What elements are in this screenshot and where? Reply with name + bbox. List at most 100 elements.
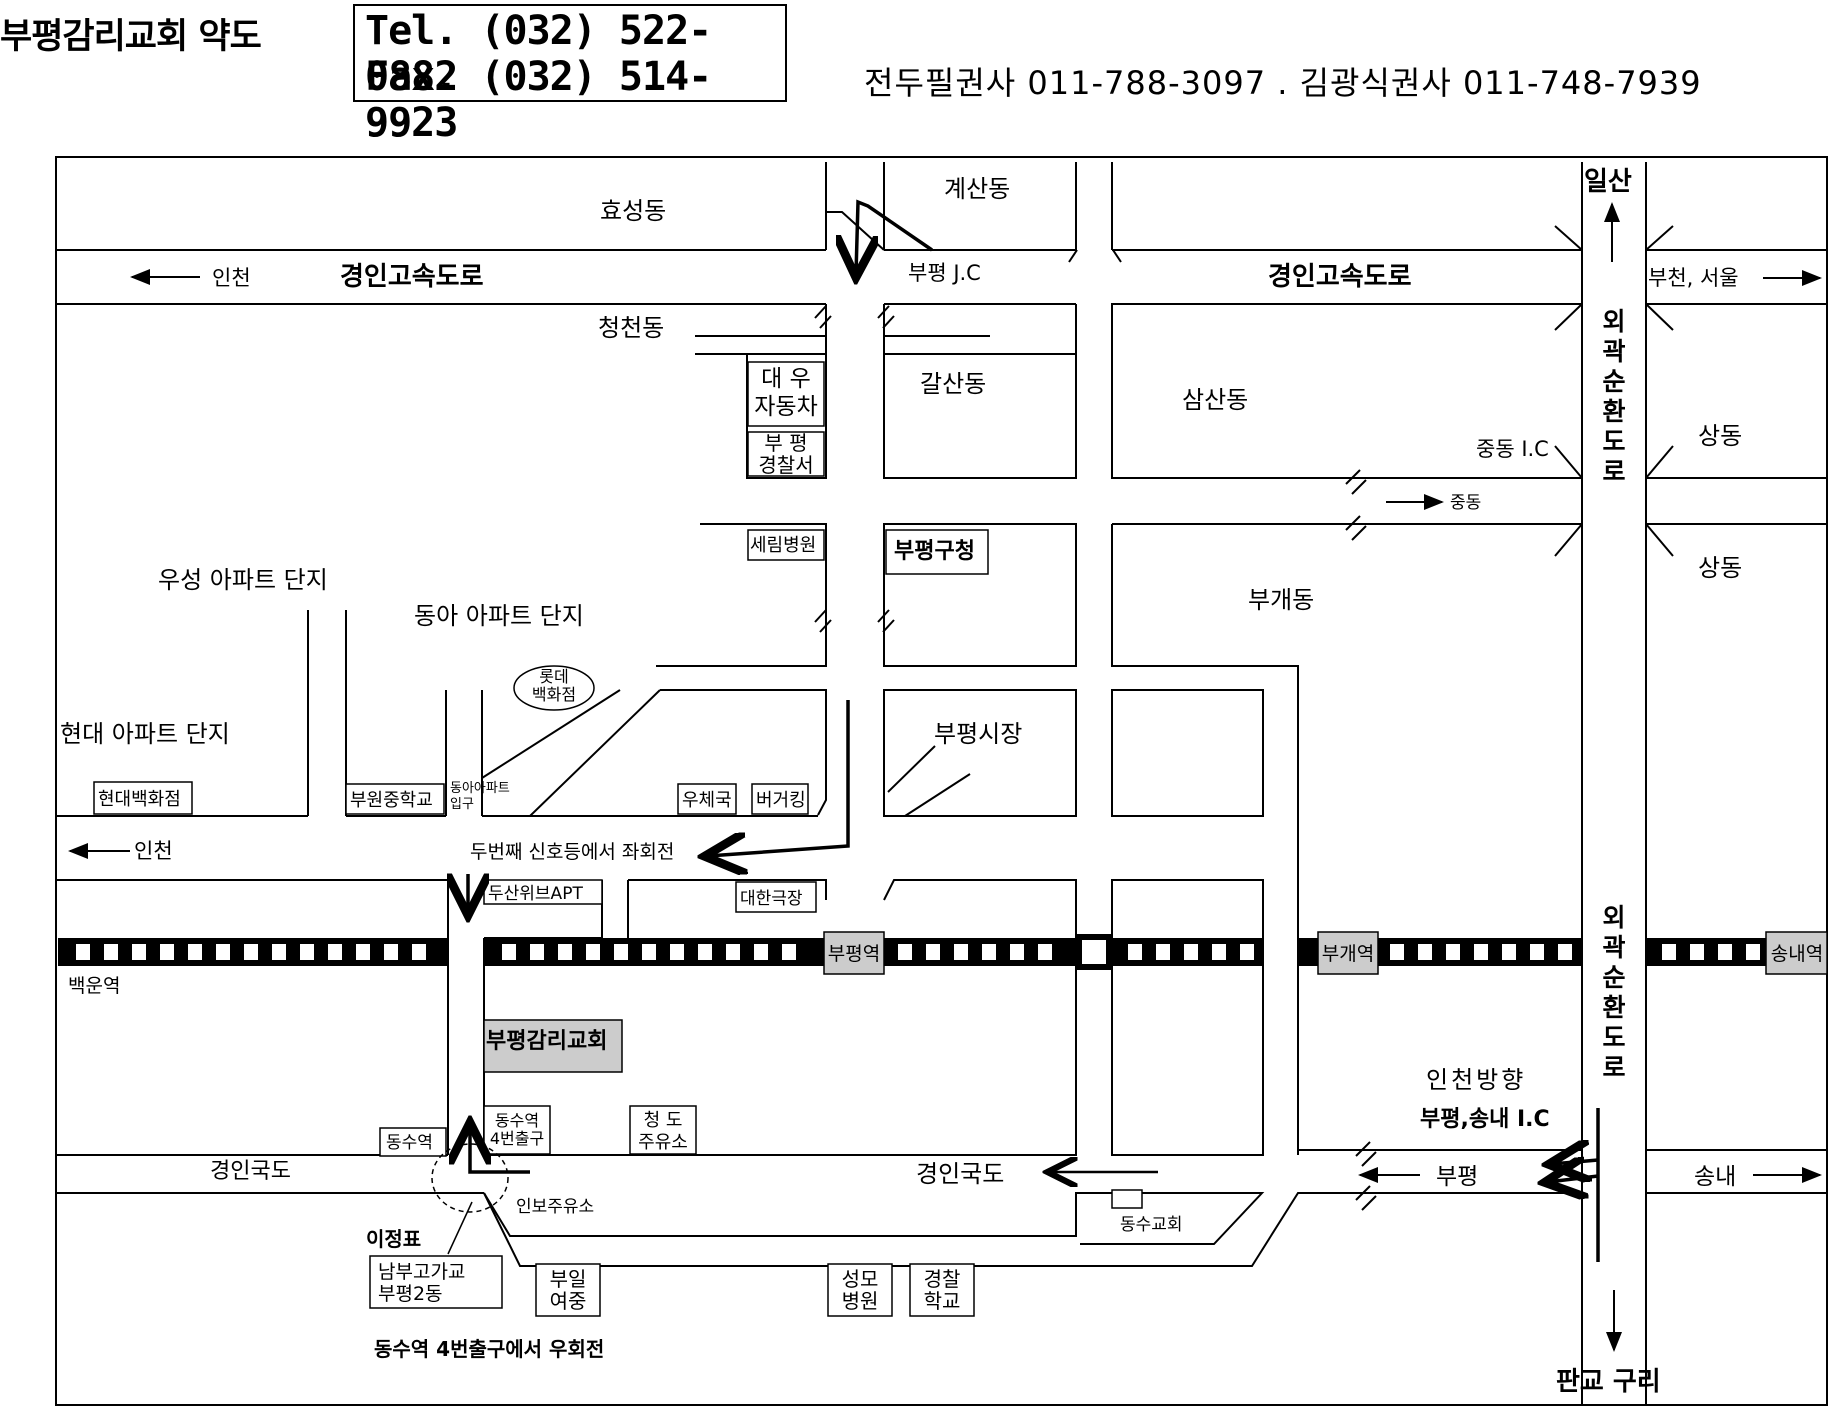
direction-arrows — [68, 202, 1822, 1352]
songnae-direction-label: 송내 — [1694, 1164, 1736, 1190]
stations: 부평역 부개역 송내역 백운역 — [68, 931, 1828, 997]
donga-apt-entrance-label-line: 입구 — [450, 797, 474, 812]
bucheon-seoul-label: 부천, 서울 — [1648, 266, 1739, 290]
dongsu-exit4-label-line: 동수역 — [495, 1111, 539, 1130]
buil-girls-label-line: 부일 — [550, 1267, 587, 1291]
bupyeong-songnae-ic-label: 부평,송내 I.C — [1420, 1107, 1550, 1132]
station-bugae: 부개역 — [1322, 943, 1374, 965]
overpass-marks — [814, 249, 1377, 1211]
signpost-circle — [431, 1143, 509, 1213]
pastor-contacts: 전두필권사 011-788-3097 . 김광식권사 011-748-7939 — [864, 64, 1702, 102]
dongsu-exit4-label-line: 4번출구 — [490, 1129, 544, 1148]
outer-ring-north-label-line: 순 — [1602, 367, 1625, 396]
district-cheongcheon: 청천동 — [598, 314, 664, 342]
railway — [58, 934, 1827, 970]
outer-ring-south-label-line: 순 — [1602, 963, 1625, 992]
doosan-we-apt-label: 두산위브APT — [488, 884, 583, 904]
buil-girls-label-line: 여중 — [550, 1289, 587, 1313]
jungdong-direction-label: 중동 — [1450, 493, 1481, 513]
daewoo-motor-label-line: 자동차 — [754, 394, 817, 420]
cheongdo-gas-label-line: 주유소 — [638, 1132, 688, 1153]
incheon-top-label: 인천 — [212, 266, 251, 290]
signpost-leader — [447, 1201, 473, 1255]
district-gyesan: 계산동 — [944, 175, 1010, 203]
bupyeong-police-label-line: 경찰서 — [758, 453, 813, 477]
signpost-text-label-line: 부평2동 — [378, 1283, 443, 1305]
turn-left-instruction: 두번째 신호등에서 좌회전 — [470, 841, 674, 863]
district-bugae: 부개동 — [1248, 586, 1314, 614]
jungdong-ic-label: 중동 I.C — [1476, 437, 1549, 461]
church-tel: Tel. (032) 522-0882 — [365, 8, 712, 100]
contact-box: Tel. (032) 522-0882 Fax. (032) 514-9923 — [353, 4, 787, 146]
police-academy-label-line: 경찰 — [924, 1267, 961, 1291]
donga-apt-entrance-label-line: 동아아파트 — [450, 781, 510, 796]
seongmo-hospital-label-line: 성모 — [842, 1267, 879, 1291]
hyundai-dept-label: 현대백화점 — [98, 789, 181, 810]
bupyeong-direction-label: 부평 — [1436, 1164, 1478, 1190]
district-sangdong-1: 상동 — [1698, 422, 1742, 450]
station-baekun: 백운역 — [68, 975, 120, 997]
ilsan-label: 일산 — [1584, 167, 1632, 197]
gyeongin-national-road-center: 경인국도 — [916, 1160, 1004, 1188]
pangyo-guri-label: 판교 구리 — [1556, 1367, 1661, 1397]
woosung-apt-label: 우성 아파트 단지 — [158, 566, 328, 594]
outer-ring-south-label-line: 외 — [1602, 903, 1625, 932]
outer-ring-south-label-line: 도 — [1602, 1023, 1625, 1052]
inbo-gas-label: 인보주유소 — [516, 1197, 594, 1217]
burger-king-label: 버거킹 — [756, 790, 806, 811]
district-samsan: 삼산동 — [1182, 386, 1248, 414]
signpost-label: 이정표 — [366, 1227, 421, 1251]
district-sangdong-2: 상동 — [1698, 554, 1742, 582]
outer-ring-north-label-line: 환 — [1602, 397, 1625, 426]
outer-ring-north-label-line: 로 — [1602, 457, 1625, 486]
route-arrows — [468, 199, 1600, 1262]
expressway-east-label: 경인고속도로 — [1268, 262, 1412, 292]
outer-ring-north-label-line: 도 — [1602, 427, 1625, 456]
bupyeong-jc-label: 부평 J.C — [908, 261, 981, 285]
city-blocks — [56, 162, 1828, 1405]
bupyeong-market-label: 부평시장 — [934, 720, 1022, 748]
district-galsan: 갈산동 — [920, 370, 986, 398]
bupyeong-police-label-line: 부 평 — [764, 431, 807, 455]
station-songnae: 송내역 — [1771, 943, 1823, 965]
seongmo-hospital-label-line: 병원 — [842, 1289, 879, 1313]
district-hyoseong: 효성동 — [600, 197, 666, 225]
gyeongin-national-road-west: 경인국도 — [210, 1159, 291, 1184]
turn-right-instruction: 동수역 4번출구에서 우회전 — [374, 1337, 604, 1361]
police-academy-label-line: 학교 — [924, 1289, 961, 1313]
buwon-middle-label: 부원중학교 — [350, 790, 433, 811]
dongsu-church-label: 동수교회 — [1120, 1215, 1183, 1235]
bupyeong-church-label: 부평감리교회 — [486, 1029, 607, 1054]
station-bupyeong: 부평역 — [828, 943, 880, 965]
incheon-direction-label: 인천방향 — [1426, 1066, 1526, 1094]
daehan-theater-label: 대한극장 — [740, 889, 803, 909]
daewoo-motor-label-line: 대 우 — [761, 366, 811, 392]
expressway-west-label: 경인고속도로 — [340, 262, 484, 292]
outer-ring-north-label-line: 외 — [1602, 307, 1625, 336]
lotte-ellipse — [513, 665, 595, 711]
serim-hospital-label: 세림병원 — [750, 535, 816, 556]
signpost-text-label-line: 남부고가교 — [378, 1261, 465, 1283]
outer-ring-north-label-line: 곽 — [1602, 337, 1625, 366]
bupyeong-gucheong-label: 부평구청 — [894, 539, 975, 564]
label-boxes — [93, 361, 1143, 1317]
map-frame — [55, 156, 1828, 1406]
lotte-dept-label-line: 롯데 — [539, 667, 568, 686]
hyundai-apt-label: 현대 아파트 단지 — [60, 720, 230, 748]
incheon-mid-label: 인천 — [134, 839, 173, 863]
outer-ring-south-label-line: 곽 — [1602, 933, 1625, 962]
donga-apt-label: 동아 아파트 단지 — [414, 602, 584, 630]
